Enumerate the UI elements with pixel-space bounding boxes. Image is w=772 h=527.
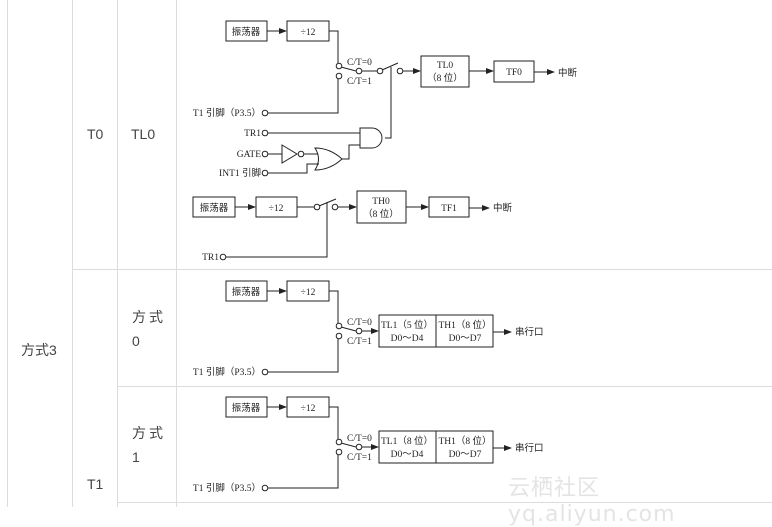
serial-port-label: 串行口 [515, 442, 544, 454]
tf1-label: TF1 [441, 204, 457, 214]
mode1-diagram [225, 396, 512, 492]
circuit-diagrams: 振荡器 ÷12 C/T=0 C/T=1 T1 引脚（P3.5） TR1 GATE… [192, 20, 578, 494]
row-divider [117, 502, 772, 503]
t1-pin-label: T1 引脚（P3.5） [193, 482, 261, 494]
column-divider [117, 0, 118, 507]
mode1-label: 方式 [132, 425, 166, 441]
table-border-left [7, 0, 8, 507]
th1-bits-label: D0～D7 [449, 334, 482, 344]
watermark: 云栖社区 yq.aliyun.com [508, 476, 676, 527]
divider-label: ÷12 [301, 28, 316, 38]
mode0-diagram [225, 280, 512, 376]
ct0-label: C/T=0 [347, 318, 372, 328]
th0-diagram [192, 190, 490, 261]
mode0-number: 0 [132, 333, 140, 349]
oscillator-label: 振荡器 [232, 26, 261, 38]
int1-pin-label: INT1 引脚 [219, 168, 261, 179]
column-divider [176, 0, 177, 507]
row-divider [72, 269, 772, 270]
tr1-label: TR1 [244, 129, 261, 139]
ct1-label: C/T=1 [347, 453, 372, 463]
tl1-label: TL1（5 位） [381, 319, 433, 331]
oscillator-label: 振荡器 [200, 202, 229, 214]
th1-label: TH1（8 位） [438, 319, 491, 331]
mode-cell: 方式3 [21, 342, 57, 358]
tl1-bits-label: D0～D4 [391, 334, 424, 344]
tl1-bits-label: D0～D4 [391, 450, 424, 460]
serial-port-label: 串行口 [515, 326, 544, 338]
divider-label: ÷12 [301, 288, 316, 298]
gate-label: GATE [237, 150, 261, 160]
tf0-label: TF0 [506, 68, 522, 78]
timer-t0-cell: T0 [87, 126, 104, 142]
oscillator-label: 振荡器 [232, 402, 261, 414]
th0-label: TH0 [372, 197, 390, 207]
th1-bits-label: D0～D7 [449, 450, 482, 460]
divider-label: ÷12 [269, 204, 284, 214]
tl1-label: TL1（8 位） [381, 435, 433, 447]
tl0-bits-label: （8 位） [427, 72, 463, 84]
mode0-label: 方式 [132, 309, 166, 325]
t0-diagram [225, 20, 555, 177]
t1-pin-label: T1 引脚（P3.5） [193, 107, 261, 119]
ct0-label: C/T=0 [347, 58, 372, 68]
th0-bits-label: （8 位） [363, 208, 399, 220]
t1-pin-label: T1 引脚（P3.5） [193, 366, 261, 378]
ct0-label: C/T=0 [347, 434, 372, 444]
th1-label: TH1（8 位） [438, 435, 491, 447]
oscillator-label: 振荡器 [232, 286, 261, 298]
tl0-label: TL0 [437, 61, 454, 71]
column-divider [72, 0, 73, 507]
divider-label: ÷12 [301, 404, 316, 414]
ct1-label: C/T=1 [347, 77, 372, 87]
mode1-number: 1 [132, 449, 140, 465]
row-divider [117, 386, 772, 387]
interrupt-label: 中断 [558, 67, 578, 79]
tr1-label: TR1 [202, 253, 219, 263]
ct1-label: C/T=1 [347, 337, 372, 347]
interrupt-label: 中断 [493, 202, 513, 214]
timer-t1-cell: T1 [87, 476, 104, 492]
register-tl0-cell: TL0 [131, 126, 156, 142]
